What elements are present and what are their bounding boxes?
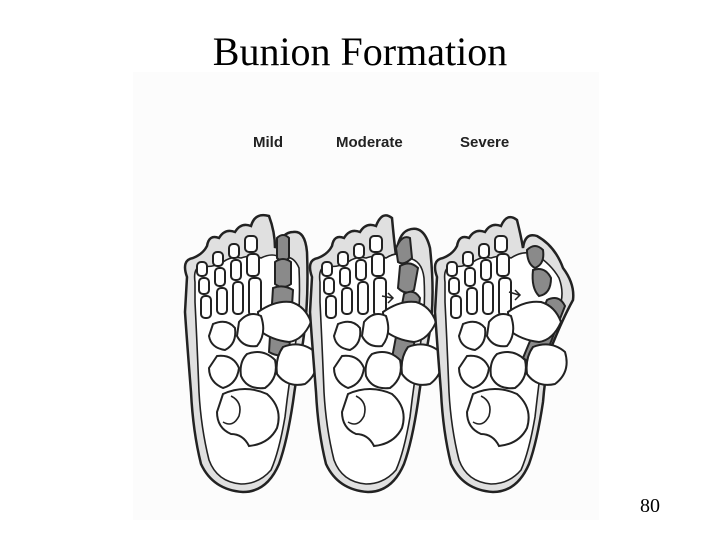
figure-panel: Mild Moderate Severe bbox=[133, 72, 599, 520]
stage-label-severe: Severe bbox=[460, 134, 510, 151]
slide-number: 80 bbox=[640, 495, 660, 517]
stage-label-mild: Mild bbox=[253, 134, 283, 151]
foot-severe bbox=[433, 215, 575, 494]
foot-mild bbox=[183, 213, 318, 494]
stage-label-moderate: Moderate bbox=[336, 134, 403, 151]
slide-title: Bunion Formation bbox=[212, 29, 508, 74]
foot-moderate bbox=[308, 214, 443, 494]
